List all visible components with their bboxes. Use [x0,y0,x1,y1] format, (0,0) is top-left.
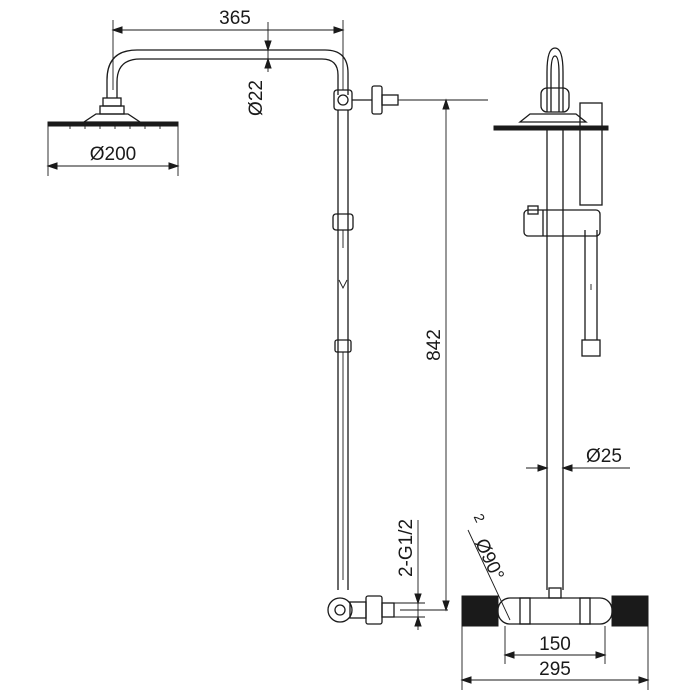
pipe-diameter-label: Ø22 [246,80,267,116]
overall-width-label: 295 [539,659,571,680]
valve-body-side [327,595,395,625]
height-label: 842 [424,329,445,361]
center-distance-label: 150 [539,634,571,655]
slide-bracket [523,205,601,237]
inlet-pitch-suffix: 2 [471,511,489,525]
head-diameter-label: Ø200 [90,144,136,165]
riser-pipe [332,110,354,590]
thermostat-body [461,587,649,627]
hand-shower [579,102,603,357]
arm-length-label: 365 [219,8,251,29]
inlet-pitch-label: Ø90° [470,536,507,584]
wall-bracket [333,85,405,115]
dimension-lines [46,20,650,690]
bar-diameter-label: Ø25 [586,446,622,467]
overhead-arm [106,49,349,98]
shower-head-side [47,97,179,129]
front-view [461,47,649,627]
shower-head-front [493,87,609,131]
front-riser [546,130,564,590]
inlet-thread-label: 2-G1/2 [396,519,417,577]
side-view [47,49,405,625]
